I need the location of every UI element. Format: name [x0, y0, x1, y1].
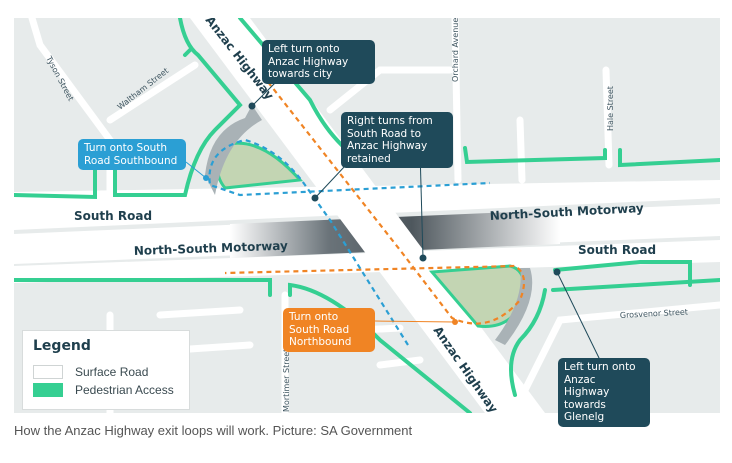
legend-label-surface-road: Surface Road — [75, 365, 149, 379]
map-legend: Legend Surface Road Pedestrian Access — [22, 330, 190, 410]
callout-left-turn-city: Left turn onto Anzac Highway towards cit… — [262, 40, 375, 84]
image-caption: How the Anzac Highway exit loops will wo… — [14, 423, 413, 438]
label-south-road-left: South Road — [74, 209, 152, 223]
northbound-route — [224, 81, 526, 325]
label-orchard-avenue: Orchard Avenue — [451, 18, 460, 82]
legend-swatch-pedestrian — [33, 383, 63, 397]
label-hale-street: Hale Street — [606, 86, 615, 131]
callout-southbound: Turn onto South Road Southbound — [78, 139, 186, 170]
ramp-left — [205, 105, 262, 195]
southbound-route — [208, 138, 491, 346]
south-road-lower — [14, 240, 720, 283]
pedestrian-paths — [14, 18, 720, 413]
interchange-map: Anzac Highway Anzac Highway Tyson Street… — [14, 18, 720, 413]
label-grosvenor-street: Grosvenor Street — [620, 307, 689, 320]
legend-swatch-surface-road — [33, 365, 63, 379]
callout-left-turn-glenelg: Left turn onto Anzac Highway towards Gle… — [558, 358, 650, 427]
legend-label-pedestrian: Pedestrian Access — [75, 383, 174, 397]
callout-northbound: Turn onto South Road Northbound — [283, 308, 375, 352]
label-motorway-left: North-South Motorway — [134, 239, 289, 258]
label-mortimer-street: Mortimer Street — [282, 349, 291, 412]
legend-title: Legend — [33, 338, 91, 354]
callout-leaders — [248, 67, 601, 361]
anzac-highway — [190, 18, 545, 413]
callout-right-turns-retained: Right turns from South Road to Anzac Hig… — [341, 112, 453, 168]
label-south-road-right: South Road — [578, 243, 656, 257]
